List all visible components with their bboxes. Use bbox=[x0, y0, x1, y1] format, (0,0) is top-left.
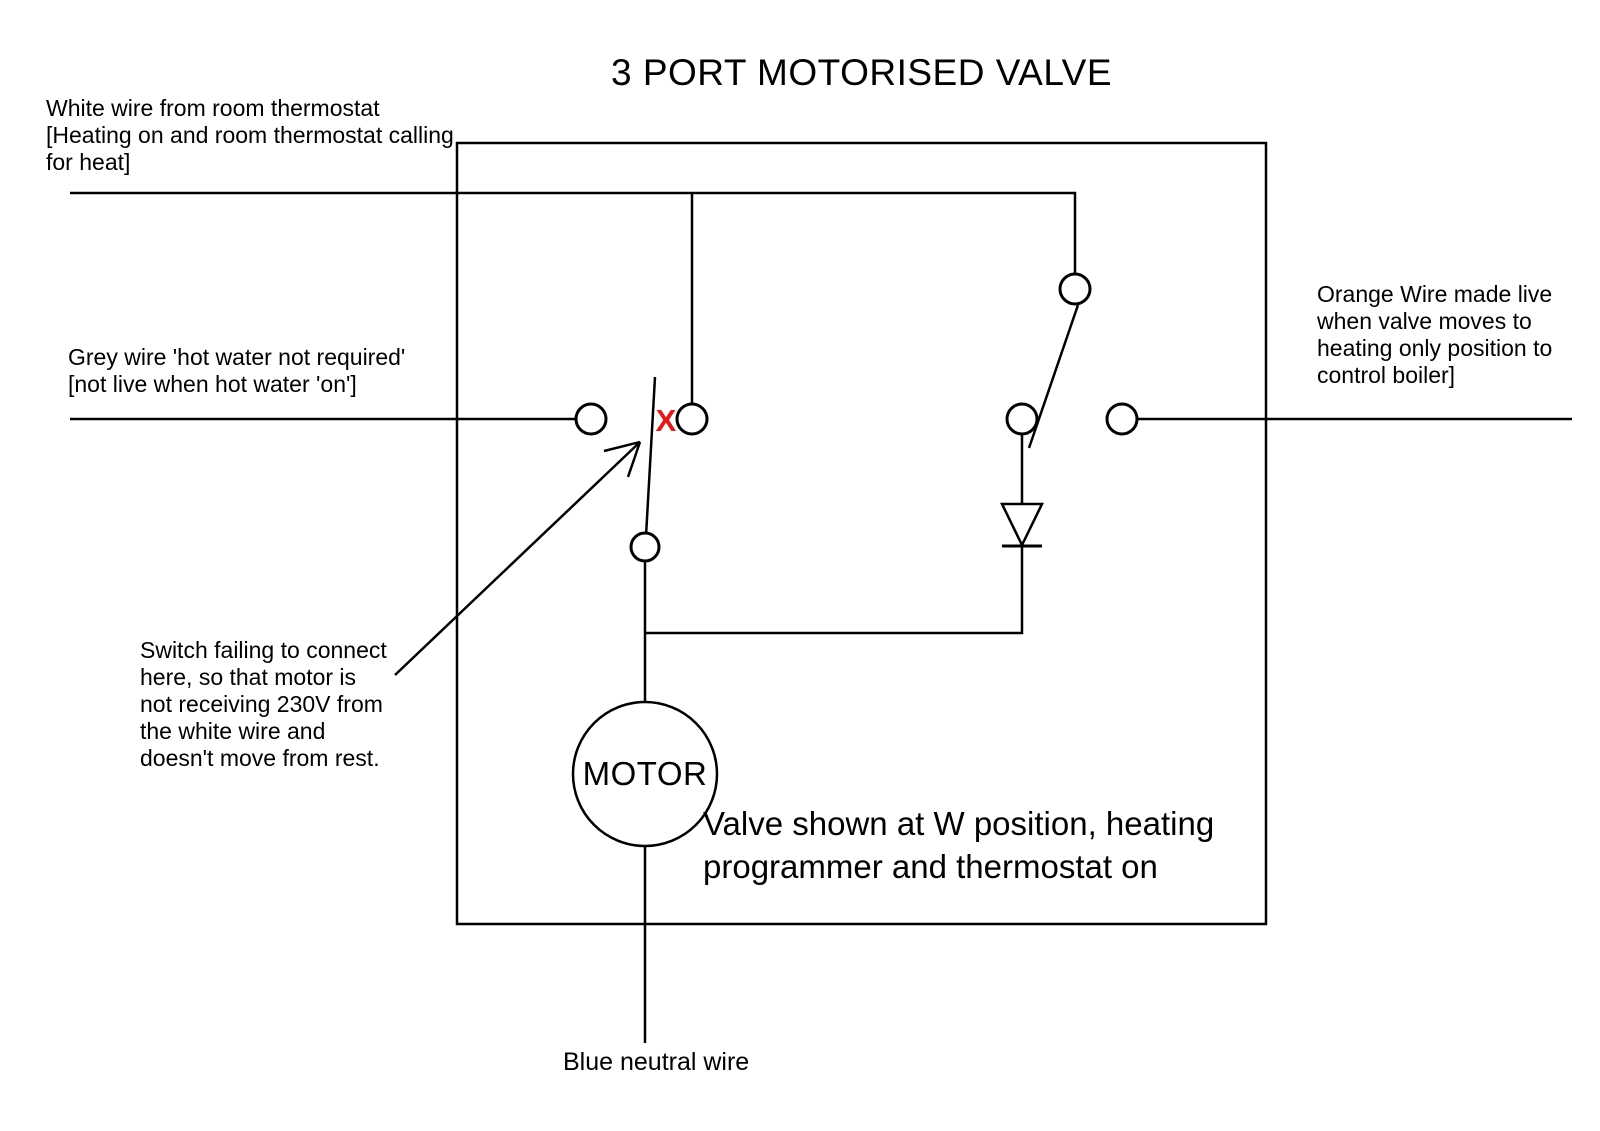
switch-fault-label-line1: Switch failing to connect bbox=[140, 637, 387, 663]
orange-wire-label-line3: heating only position to bbox=[1317, 335, 1553, 361]
valve-position-note-line1: Valve shown at W position, heating bbox=[703, 805, 1215, 842]
centre-switch-blade bbox=[644, 376, 657, 537]
terminal-white-centre-circle bbox=[675, 402, 709, 436]
white-wire-label-line2: [Heating on and room thermostat calling bbox=[46, 122, 454, 148]
terminal-orange-circle bbox=[1105, 402, 1139, 436]
orange-wire-label-line2: when valve moves to bbox=[1317, 308, 1532, 334]
white-wire-label-line3: for heat] bbox=[46, 149, 131, 175]
orange-wire-label: Orange Wire made live when valve moves t… bbox=[1317, 281, 1552, 389]
annotation-arrow-barb-left bbox=[603, 440, 641, 453]
switch-fault-label-line3: not receiving 230V from bbox=[140, 691, 383, 717]
switch-fault-label-line4: the white wire and bbox=[140, 718, 326, 744]
valve-position-note: Valve shown at W position, heating progr… bbox=[703, 802, 1214, 888]
orange-wire-label-line4: control boiler] bbox=[1317, 362, 1456, 388]
grey-wire-label-line2: [not live when hot water 'on'] bbox=[68, 371, 357, 397]
annotation-arrow-shaft bbox=[394, 441, 641, 676]
valve-enclosure-box bbox=[455, 141, 1268, 926]
diagram-title: 3 PORT MOTORISED VALVE bbox=[610, 52, 1113, 93]
terminal-diode-circle bbox=[1005, 402, 1039, 436]
diode-triangle bbox=[999, 502, 1045, 548]
white-wire-label-line1: White wire from room thermostat bbox=[46, 95, 380, 121]
annotation-arrow-barb-right bbox=[626, 441, 642, 478]
switch-fault-label-line5: doesn't move from rest. bbox=[140, 745, 380, 771]
diode-junction-line bbox=[645, 546, 1024, 635]
white-wire-line bbox=[70, 191, 1077, 274]
fault-x-marker: X bbox=[655, 403, 677, 438]
grey-wire-label: Grey wire 'hot water not required' [not … bbox=[68, 344, 405, 398]
terminal-switch-common-circle bbox=[629, 531, 661, 563]
valve-position-note-line2: programmer and thermostat on bbox=[703, 848, 1158, 885]
grey-wire-label-line1: Grey wire 'hot water not required' bbox=[68, 344, 406, 370]
terminal-white-top-circle bbox=[1058, 272, 1092, 306]
blue-neutral-label: Blue neutral wire bbox=[563, 1048, 750, 1076]
switch-fault-label-line2: here, so that motor is bbox=[140, 664, 357, 690]
switch-fault-label: Switch failing to connect here, so that … bbox=[140, 637, 387, 772]
terminal-grey-circle bbox=[574, 402, 608, 436]
orange-wire-label-line1: Orange Wire made live bbox=[1317, 281, 1553, 307]
motor-label: MOTOR bbox=[582, 755, 708, 792]
motor-circle bbox=[571, 700, 719, 848]
white-wire-label: White wire from room thermostat [Heating… bbox=[46, 95, 454, 176]
